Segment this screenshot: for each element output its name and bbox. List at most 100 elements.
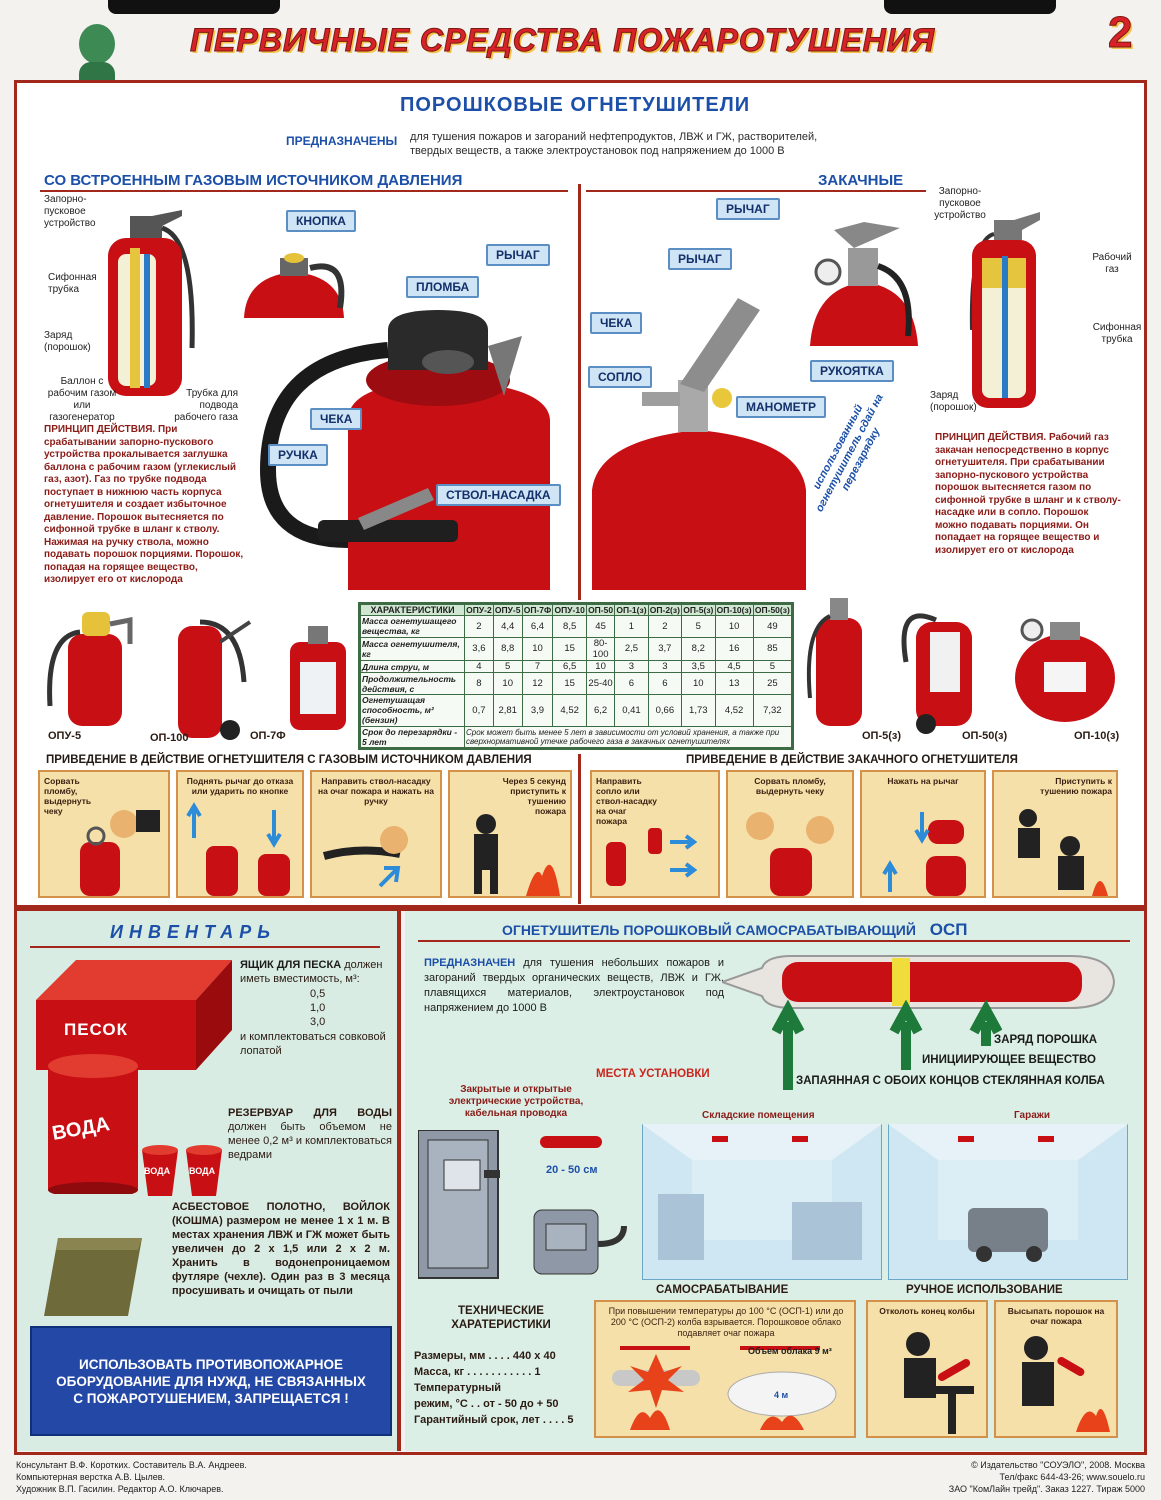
osp-flask-figure	[718, 948, 1118, 1014]
model-opu-5-figure	[40, 606, 146, 726]
callout-pin-stored: ЧЕКА	[590, 312, 643, 334]
osp-manual-heading: РУЧНОЕ ИСПОЛЬЗОВАНИЕ	[906, 1284, 1063, 1296]
cutaway-extinguisher-gas	[100, 198, 200, 398]
step-gas-1: Сорвать пломбу, выдернуть чеку	[38, 770, 170, 898]
steps-stored-heading: ПРИВЕДЕНИЕ В ДЕЙСТВИЕ ЗАКАЧНОГО ОГНЕТУШИ…	[686, 754, 1018, 766]
callout-pin-gas: ЧЕКА	[310, 408, 363, 430]
step-stored-4-caption: Приступить к тушению пожара	[1040, 776, 1112, 796]
callout-handle-gas: РУЧКА	[268, 444, 328, 466]
sand-box-label: ПЕСОК	[64, 1020, 129, 1039]
spec-cell: 1	[614, 615, 649, 638]
credits-left-2: Компьютерная верстка А.В. Цылев.	[16, 1472, 166, 1482]
osp-heading: ОГНЕТУШИТЕЛЬ ПОРОШКОВЫЙ САМОСРАБАТЫВАЮЩИ…	[502, 920, 968, 940]
spec-last-row-note: Срок может быть менее 5 лет в зависимост…	[464, 725, 792, 748]
spec-cell: 49	[752, 615, 793, 638]
spec-header-cell: ОП-7Ф	[521, 603, 554, 617]
step-stored-1-caption: Направить сопло или ствол-насадку на оча…	[596, 776, 658, 826]
upper-vertical-divider	[578, 184, 581, 600]
model-op-100-figure	[170, 602, 260, 742]
spec-header-cell: ОП-5(з)	[681, 603, 716, 617]
spec-cell: 6	[614, 672, 649, 695]
step-gas-1-caption: Сорвать пломбу, выдернуть чеку	[44, 776, 92, 816]
osp-tech-row-3: Температурный	[414, 1382, 502, 1394]
credits-left-3: Художник В.П. Гасилин. Редактор А.О. Клю…	[16, 1484, 224, 1494]
powder-heading: ПОРОШКОВЫЕ ОГНЕТУШИТЕЛИ	[400, 94, 751, 116]
table-row: Масса огнетушащего вещества, кг 2 4,4 6,…	[360, 615, 793, 638]
garage-figure	[887, 1123, 1129, 1281]
osp-purpose-label: ПРЕДНАЗНАЧЕН	[424, 957, 516, 969]
model-op-7f-figure	[284, 620, 352, 730]
osp-cloud-label: Объем облака 9 м³	[748, 1346, 832, 1356]
osp-tech-row-1: Размеры, мм . . . . 440 х 40	[414, 1350, 556, 1362]
warning-box: ИСПОЛЬЗОВАТЬ ПРОТИВОПОЖАРНОЕ ОБОРУДОВАНИ…	[30, 1326, 392, 1436]
osp-purpose-text: для тушения небольших пожаров и загорани…	[424, 957, 725, 1014]
spec-cell: 4,52	[552, 693, 587, 727]
spec-header-cell: ОПУ-2	[464, 603, 494, 617]
spec-table-container: ХАРАКТЕРИСТИКИ ОПУ-2 ОПУ-5 ОП-7Ф ОПУ-10 …	[358, 602, 794, 750]
osp-auto-heading: САМОСРАБАТЫВАНИЕ	[656, 1284, 789, 1296]
step-stored-1: Направить сопло или ствол-насадку на оча…	[590, 770, 720, 898]
spec-cell: 8,8	[492, 636, 523, 662]
warning-text: ИСПОЛЬЗОВАТЬ ПРОТИВОПОЖАРНОЕ ОБОРУДОВАНИ…	[56, 1356, 366, 1406]
spec-cell: 6,5	[552, 660, 587, 674]
blanket-text: АСБЕСТОВОЕ ПОЛОТНО, ВОЙЛОК (КОШМА) разме…	[172, 1200, 390, 1298]
section-divider	[17, 905, 1144, 911]
spec-header-cell: ОП-50(з)	[752, 603, 793, 617]
osp-arrows-figure	[771, 999, 1003, 1090]
stored-label-gas: Рабочий газ	[1092, 252, 1132, 275]
spec-cell: 0,41	[614, 693, 649, 727]
osp-heading-text: ОГНЕТУШИТЕЛЬ ПОРОШКОВЫЙ САМОСРАБАТЫВАЮЩИ…	[502, 922, 916, 938]
spec-cell: 3,6	[464, 636, 494, 662]
spec-header-cell: ОП-10(з)	[714, 603, 754, 617]
blanket-description: размером не менее 1 х 1 м. В местах хран…	[172, 1215, 390, 1297]
spec-cell: 8	[464, 672, 494, 695]
spec-cell: 0,66	[647, 693, 683, 727]
model-label-op-50z: ОП-50(з)	[962, 730, 1008, 742]
spec-cell: 4,4	[492, 615, 523, 638]
spec-cell: 2,81	[492, 693, 523, 727]
gas-principle: ПРИНЦИП ДЕЙСТВИЯ. При срабатывании запор…	[44, 424, 244, 587]
spec-cell: 13	[714, 672, 754, 695]
gas-label-valve: Запорно-пусковое устройство	[44, 194, 96, 229]
sand-box-volume-2: 1,0	[310, 1002, 326, 1014]
osp-code: ОСП	[929, 920, 968, 939]
spec-cell: 2	[647, 615, 683, 638]
electrical-cabinet-figure	[417, 1129, 510, 1280]
spec-header-cell: ОПУ-10	[552, 603, 587, 617]
osp-distance: 20 - 50 см	[546, 1164, 598, 1176]
callout-seal: ПЛОМБА	[406, 276, 480, 298]
spec-cell: 10	[521, 636, 554, 662]
gas-source-heading-underline	[40, 190, 568, 192]
spec-table: ХАРАКТЕРИСТИКИ ОПУ-2 ОПУ-5 ОП-7Ф ОПУ-10 …	[360, 603, 793, 748]
sheet-number: 2	[1107, 8, 1134, 58]
model-label-op-7f: ОП-7Ф	[250, 730, 286, 742]
spec-cell: 45	[585, 615, 616, 638]
spec-cell: 6,4	[521, 615, 554, 638]
spec-cell: 4,5	[714, 660, 754, 674]
hanger-clip-left	[108, 0, 280, 14]
osp-purpose: ПРЕДНАЗНАЧЕН для тушения небольших пожар…	[424, 956, 724, 1016]
step-gas-3: Направить ствол-насадку на очаг пожара и…	[310, 770, 442, 898]
step-stored-2-caption: Сорвать пломбу, выдернуть чеку	[754, 776, 826, 796]
spec-cell: 25	[752, 672, 793, 695]
model-label-op-100: ОП-100	[150, 732, 189, 744]
inventory-heading-underline	[30, 946, 380, 948]
osp-part-flask: ЗАПАЯННАЯ С ОБОИХ КОНЦОВ СТЕКЛЯННАЯ КОЛБ…	[796, 1075, 1105, 1087]
spec-cell: 80-100	[585, 636, 616, 662]
spec-cell: 7,32	[752, 693, 793, 727]
stored-principle: ПРИНЦИП ДЕЙСТВИЯ. Рабочий газ закачан не…	[935, 432, 1121, 557]
osp-place-garage: Гаражи	[1014, 1110, 1051, 1121]
step-stored-3: Нажать на рычаг	[860, 770, 986, 898]
gas-label-tube: Трубка для подвода рабочего газа	[174, 388, 238, 423]
osp-part-initiator: ИНИЦИИРУЮЩЕЕ ВЕЩЕСТВО	[922, 1054, 1096, 1066]
step-gas-4: Через 5 секунд приступить к тушению пожа…	[448, 770, 572, 898]
spec-cell: 10	[492, 672, 523, 695]
callout-gauge-stored: МАНОМЕТР	[736, 396, 826, 418]
spec-cell: 5	[681, 615, 716, 638]
step-gas-4-caption: Через 5 секунд приступить к тушению пожа…	[502, 776, 566, 816]
water-tank-figure	[48, 1054, 138, 1198]
powder-purpose-label: ПРЕДНАЗНАЧЕНЫ	[286, 134, 398, 148]
spec-cell: 10	[585, 660, 616, 674]
spec-cell: 25-40	[585, 672, 616, 695]
table-row: Масса огнетушителя, кг 3,6 8,8 10 15 80-…	[360, 636, 793, 662]
